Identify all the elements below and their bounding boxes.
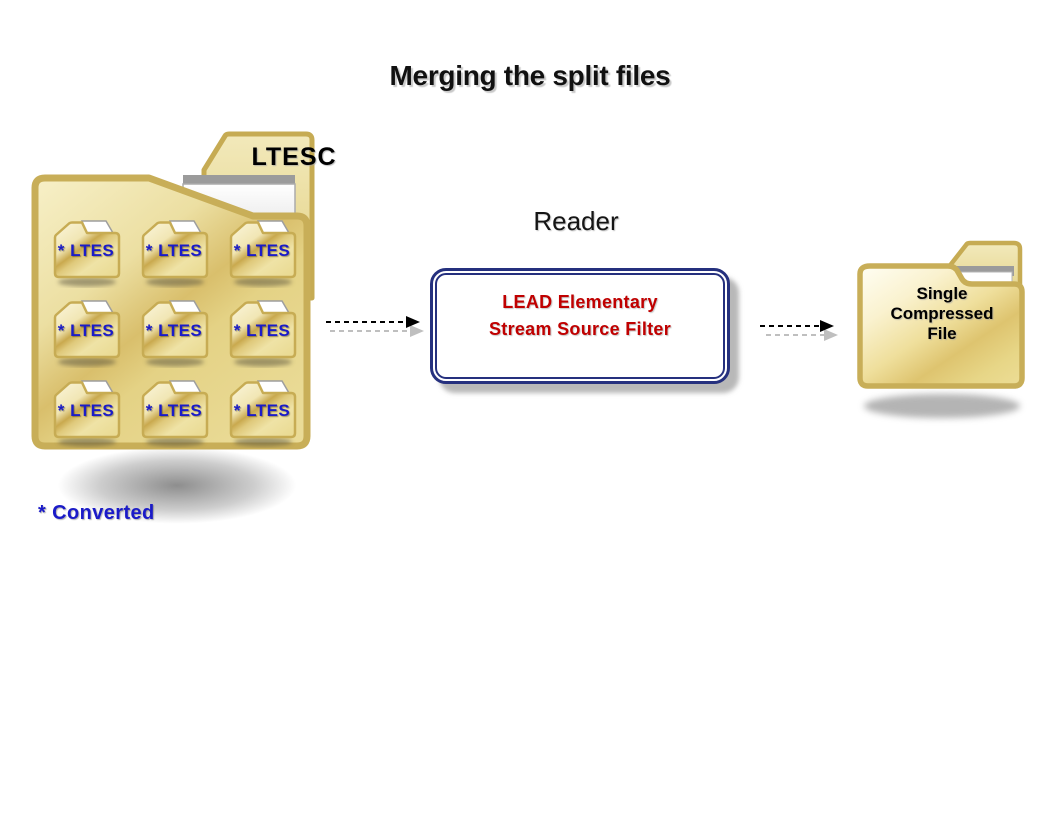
split-file-label: * LTES — [145, 241, 203, 260]
split-file-label: * LTES — [57, 321, 115, 340]
dashed-arrow-right-icon — [326, 316, 424, 337]
split-file-label: * LTES — [233, 321, 291, 340]
output-folder-line2: Compressed — [890, 304, 994, 323]
split-file-folder: * LTES — [136, 298, 212, 368]
split-file-folder: * LTES — [224, 218, 300, 288]
split-file-folder: * LTES — [136, 378, 212, 448]
page-title: Merging the split files — [389, 60, 671, 91]
split-file-label: * LTES — [57, 401, 115, 420]
reader-filter-box: LEAD Elementary Stream Source Filter — [430, 268, 730, 384]
split-file-folder: * LTES — [48, 298, 124, 368]
reader-filter-line2: Stream Source Filter — [488, 319, 672, 339]
output-folder-line1: Single — [916, 284, 968, 303]
converted-note: * Converted — [38, 502, 155, 524]
split-file-label: * LTES — [145, 321, 203, 340]
reader-filter-box-inner: LEAD Elementary Stream Source Filter — [435, 273, 725, 379]
source-folder-label: LTESC — [251, 143, 337, 171]
output-folder-group: Single Compressed File — [850, 236, 1034, 428]
paper-edge — [942, 266, 1014, 276]
output-folder-label: Single Compressed File — [862, 284, 1022, 344]
reader-filter-line1: LEAD Elementary — [502, 292, 658, 312]
split-files-folder-group: LTESC * LTES * LTES * LTES * LTES * LTES… — [27, 128, 336, 458]
output-folder-line3: File — [927, 324, 957, 343]
folder-icon — [857, 240, 1025, 418]
split-file-folder: * LTES — [48, 218, 124, 288]
reader-label: Reader — [533, 206, 619, 236]
split-file-folder: * LTES — [48, 378, 124, 448]
split-file-folder: * LTES — [224, 378, 300, 448]
source-folder-shadow — [16, 440, 338, 548]
split-file-label: * LTES — [57, 241, 115, 260]
split-file-folder: * LTES — [136, 218, 212, 288]
split-file-label: * LTES — [233, 401, 291, 420]
split-file-label: * LTES — [233, 241, 291, 260]
split-file-label: * LTES — [145, 401, 203, 420]
split-file-folder: * LTES — [224, 298, 300, 368]
dashed-arrow-right-icon — [760, 320, 838, 341]
